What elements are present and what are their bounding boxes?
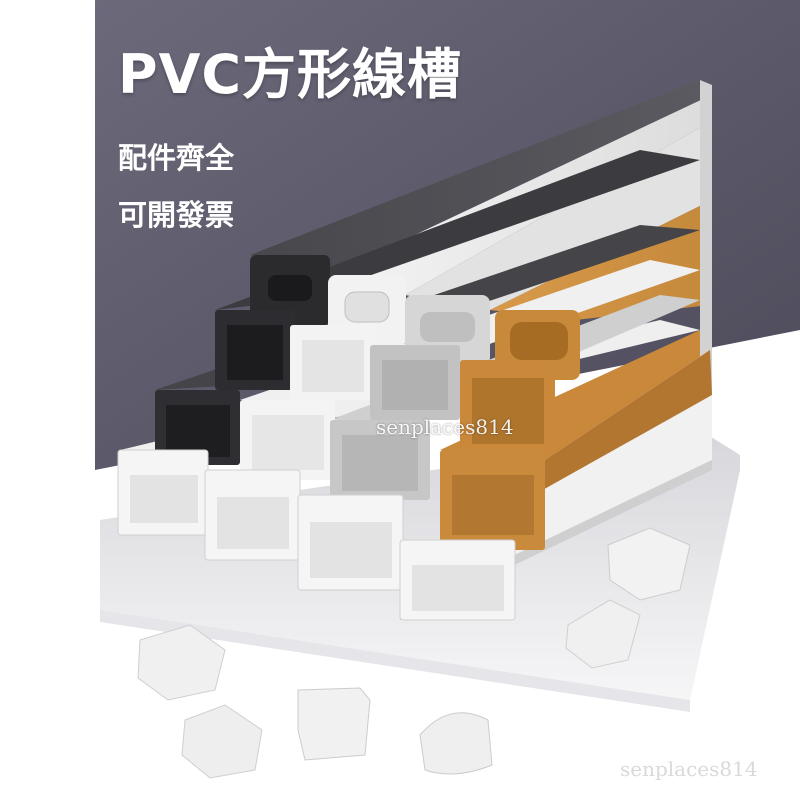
watermark-center: senplaces814	[376, 415, 514, 439]
feature-accessories: 配件齊全	[118, 141, 235, 175]
feature-invoice: 可開發票	[118, 198, 235, 232]
headline: PVC方形線槽	[118, 43, 462, 106]
watermark-corner: senplaces814	[620, 757, 758, 781]
